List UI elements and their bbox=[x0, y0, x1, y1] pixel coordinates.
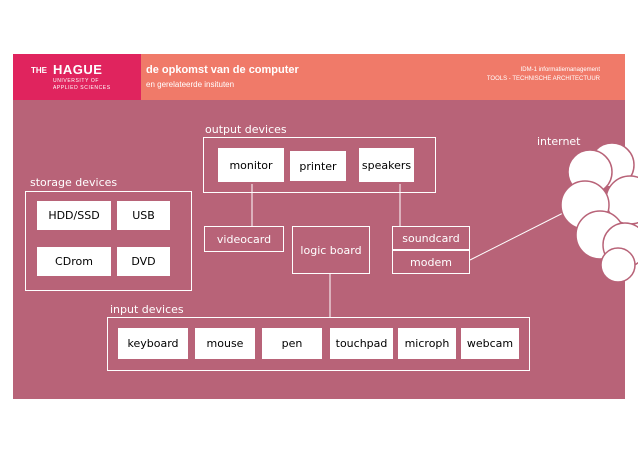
keyboard-box: keyboard bbox=[118, 328, 188, 359]
logo-subtitle-1: UNIVERSITY OF bbox=[53, 78, 100, 84]
modem-box: modem bbox=[392, 250, 470, 274]
pen-box: pen bbox=[262, 328, 322, 359]
output-devices-label: output devices bbox=[205, 123, 287, 136]
touchpad-box: touchpad bbox=[330, 328, 393, 359]
cdrom-box: CDrom bbox=[37, 247, 111, 276]
internet-cloud bbox=[560, 142, 638, 283]
university-logo bbox=[13, 54, 141, 100]
speakers-box: speakers bbox=[359, 148, 414, 182]
videocard-box: videocard bbox=[204, 226, 284, 252]
storage-devices-label: storage devices bbox=[30, 176, 118, 189]
soundcard-box: soundcard bbox=[392, 226, 470, 250]
header-bar bbox=[141, 54, 625, 100]
logo-hague: HAGUE bbox=[53, 62, 103, 77]
logo-subtitle-2: APPLIED SCIENCES bbox=[53, 85, 111, 91]
logic-board-box: logic board bbox=[292, 226, 370, 274]
slide-title: de opkomst van de computer bbox=[146, 64, 299, 76]
modem-internet-line bbox=[469, 208, 572, 261]
course-track: TOOLS - TECHNISCHE ARCHITECTUUR bbox=[486, 76, 600, 82]
logo-the: THE bbox=[31, 66, 47, 75]
webcam-box: webcam bbox=[461, 328, 519, 359]
slide-subtitle: en gerelateerde insituten bbox=[146, 80, 235, 89]
hdd-ssd-box: HDD/SSD bbox=[37, 201, 111, 230]
dvd-box: DVD bbox=[117, 247, 170, 276]
storage-devices-group bbox=[25, 191, 192, 291]
printer-box: printer bbox=[290, 151, 346, 181]
output-devices-group bbox=[203, 137, 436, 193]
course-name: IDM-1 informatiemanagement bbox=[520, 67, 600, 73]
microph-box: microph bbox=[398, 328, 456, 359]
internet-label: internet bbox=[537, 135, 581, 148]
mouse-box: mouse bbox=[195, 328, 255, 359]
input-devices-label: input devices bbox=[110, 303, 184, 316]
usb-box: USB bbox=[117, 201, 170, 230]
monitor-box: monitor bbox=[218, 148, 284, 182]
input-devices-group bbox=[107, 317, 530, 371]
